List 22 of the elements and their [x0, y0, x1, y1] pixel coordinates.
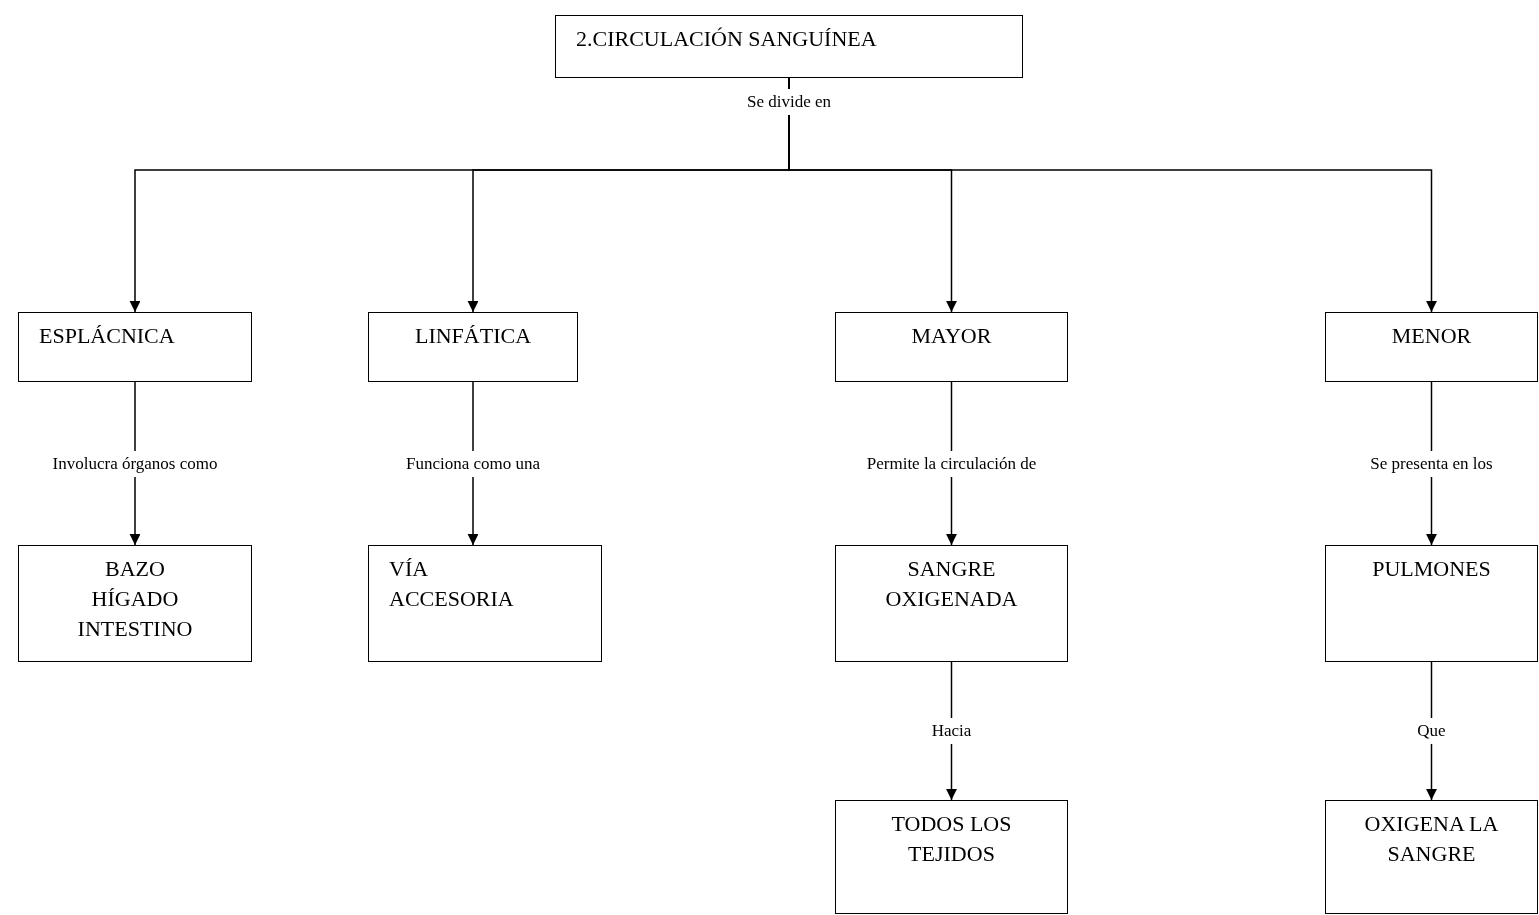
box-label: LINFÁTICA: [413, 322, 533, 350]
concept-box: [835, 545, 1068, 662]
box-label: MAYOR: [910, 322, 993, 350]
box-label: TODOS LOS TEJIDOS: [890, 810, 1013, 868]
concept-box: [1325, 545, 1538, 662]
concept-box: [835, 312, 1068, 382]
box-label: OXIGENA LA SANGRE: [1363, 810, 1500, 868]
concept-box: [1325, 312, 1538, 382]
box-label: SANGRE OXIGENADA: [884, 555, 1019, 613]
box-label: 2.CIRCULACIÓN SANGUÍNEA: [575, 25, 878, 53]
box-label: MENOR: [1390, 322, 1473, 350]
box-label: VÍA ACCESORIA: [388, 555, 515, 613]
concept-box: [18, 312, 252, 382]
box-label: ESPLÁCNICA: [38, 322, 176, 350]
concept-box: [1325, 800, 1538, 914]
concept-box: [835, 800, 1068, 914]
concept-box: [18, 545, 252, 662]
concept-box: [555, 15, 1023, 78]
box-label: PULMONES: [1371, 555, 1492, 583]
concept-box: [368, 312, 578, 382]
concept-box: [368, 545, 602, 662]
box-label: BAZO HÍGADO INTESTINO: [76, 555, 194, 643]
